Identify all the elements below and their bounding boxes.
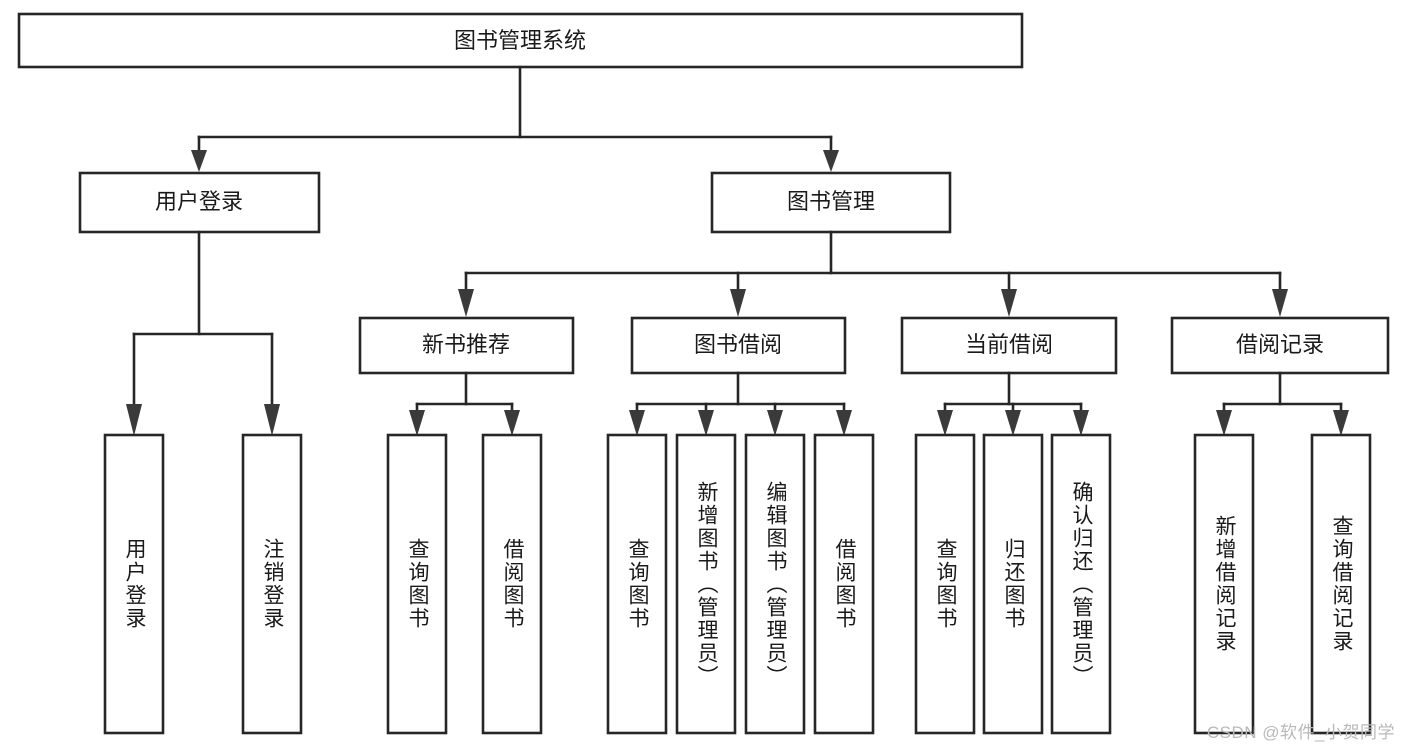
node-root-system[interactable]: 图书管理系统	[17, 12, 1024, 69]
arrowhead-bookmanage-child4-icon	[1272, 289, 1288, 317]
leaf-label-record-2: 查询借阅记录	[1330, 515, 1354, 653]
leaf-rect-borrow-4[interactable]	[813, 433, 875, 735]
node-current-borrow-rect	[900, 316, 1118, 375]
leaf-rect-user-login-1[interactable]	[103, 433, 165, 735]
arrowhead-bookmanage-child3-icon	[1001, 289, 1017, 317]
node-root-label: 图书管理系统	[454, 28, 586, 53]
node-borrow-record[interactable]: 借阅记录	[1170, 316, 1390, 375]
arrowhead-newbook-leaf2-icon	[504, 410, 520, 436]
node-borrow-record-label: 借阅记录	[1236, 332, 1324, 357]
node-new-book-rec-rect	[358, 316, 575, 375]
leaf-rect-borrow-1[interactable]	[606, 433, 668, 735]
arrowhead-bookmanage-child1-icon	[458, 289, 474, 317]
arrowhead-bookborrow-leaf1-icon	[629, 410, 645, 436]
leaf-label-borrow-2: 新增图书（管理员）	[695, 480, 719, 688]
leaf-label-new-book-1: 查询图书	[406, 538, 430, 630]
leaf-label-borrow-4: 借阅图书	[833, 538, 857, 630]
node-book-borrow[interactable]: 图书借阅	[630, 316, 847, 375]
node-current-borrow-label: 当前借阅	[965, 332, 1053, 357]
leaf-rect-current-3[interactable]	[1050, 433, 1112, 735]
node-book-borrow-label: 图书借阅	[694, 332, 782, 357]
leaf-label-borrow-1: 查询图书	[626, 538, 650, 630]
arrowhead-borrowrecord-leaf1-icon	[1216, 410, 1232, 436]
arrowhead-currentborrow-leaf2-icon	[1005, 410, 1021, 436]
arrowhead-userlogin-leaf1-icon	[126, 404, 142, 436]
leaf-label-new-book-2: 借阅图书	[501, 538, 525, 630]
arrowhead-currentborrow-leaf3-icon	[1073, 410, 1089, 436]
leaf-rect-current-2[interactable]	[982, 433, 1044, 735]
leaf-rect-user-login-2[interactable]	[241, 433, 303, 735]
leaf-rect-new-book-1[interactable]	[386, 433, 448, 735]
leaf-label-current-1: 查询图书	[934, 538, 958, 630]
node-current-borrow[interactable]: 当前借阅	[900, 316, 1118, 375]
arrowhead-root-to-userlogin-icon	[191, 150, 207, 172]
arrowhead-userlogin-leaf2-icon	[264, 404, 280, 436]
node-root-rect	[17, 12, 1024, 69]
arrowhead-newbook-leaf1-icon	[409, 410, 425, 436]
leaf-rect-new-book-2[interactable]	[481, 433, 543, 735]
leaf-label-borrow-3: 编辑图书（管理员）	[764, 480, 788, 688]
leaf-rect-borrow-2[interactable]	[675, 433, 737, 735]
leaf-rect-record-2[interactable]	[1310, 433, 1372, 735]
csdn-watermark: CSDN @软件_小贺同学	[1206, 723, 1395, 742]
leaf-rect-record-1[interactable]	[1193, 433, 1255, 735]
arrowhead-bookmanage-child2-icon	[730, 289, 746, 317]
arrowhead-bookborrow-leaf4-icon	[836, 410, 852, 436]
node-new-book-rec[interactable]: 新书推荐	[358, 316, 575, 375]
leaf-label-record-1: 新增借阅记录	[1213, 515, 1237, 653]
leaf-label-user-login-2: 注销登录	[261, 538, 285, 630]
node-book-manage-label: 图书管理	[787, 189, 875, 214]
leaf-rect-borrow-3[interactable]	[744, 433, 806, 735]
leaf-rect-current-1[interactable]	[914, 433, 976, 735]
arrowhead-currentborrow-leaf1-icon	[937, 410, 953, 436]
leaf-label-current-2: 归还图书	[1002, 538, 1026, 630]
node-new-book-rec-label: 新书推荐	[422, 332, 510, 357]
node-book-borrow-rect	[630, 316, 847, 375]
arrowhead-bookborrow-leaf3-icon	[767, 410, 783, 436]
arrowhead-root-to-bookmanage-icon	[823, 150, 839, 172]
node-user-login-label: 用户登录	[155, 189, 243, 214]
leaf-label-user-login-1: 用户登录	[123, 538, 147, 630]
arrowhead-borrowrecord-leaf2-icon	[1333, 410, 1349, 436]
node-user-login[interactable]: 用户登录	[78, 171, 321, 234]
node-book-manage[interactable]: 图书管理	[710, 171, 952, 234]
arrowhead-bookborrow-leaf2-icon	[698, 410, 714, 436]
leaf-label-current-3: 确认归还（管理员）	[1070, 480, 1094, 688]
